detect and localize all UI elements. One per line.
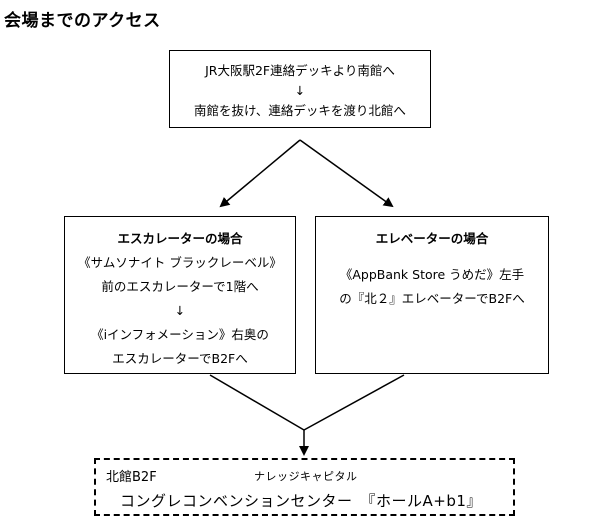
escalator-line-3: 《ⅰインフォメーション》右奥の — [91, 327, 269, 342]
escalator-heading: エスカレーターの場合 — [117, 231, 243, 246]
start-line-2: 南館を抜け、連絡デッキを渡り北館へ — [194, 103, 406, 118]
destination-floor: 北館B2F — [106, 470, 157, 485]
escalator-down-arrow: ↓ — [174, 303, 186, 318]
escalator-line-1: 《サムソナイト ブラックレーベル》 — [78, 255, 282, 270]
escalator-line-4: エスカレーターでB2Fへ — [112, 351, 248, 366]
elevator-box: エレベーターの場合 《AppBank Store うめだ》左手 の『北２』エレベ… — [315, 216, 549, 374]
start-line-1: JR大阪駅2F連絡デッキより南館へ — [205, 63, 395, 78]
escalator-line-2: 前のエスカレーターで1階へ — [101, 279, 259, 294]
escalator-box: エスカレーターの場合 《サムソナイト ブラックレーベル》 前のエスカレーターで1… — [64, 216, 296, 374]
start-down-arrow: ↓ — [294, 83, 306, 98]
elevator-heading: エレベーターの場合 — [375, 231, 489, 246]
destination-box: 北館B2F ナレッジキャピタル コングレコンベンションセンター 『ホールA+b1… — [94, 458, 515, 516]
page-title: 会場までのアクセス — [4, 11, 161, 31]
elevator-line-2: の『北２』エレベーターでB2Fへ — [339, 291, 525, 306]
merge-line-right — [303, 374, 405, 431]
elevator-spacer — [316, 251, 548, 263]
arrow-to-escalator — [219, 139, 301, 208]
merge-line-left — [209, 374, 305, 431]
destination-ruby: ナレッジキャピタル — [254, 470, 358, 483]
destination-venue: コングレコンベンションセンター 『ホールA+b1』 — [120, 492, 482, 510]
start-box: JR大阪駅2F連絡デッキより南館へ ↓ 南館を抜け、連絡デッキを渡り北館へ — [169, 50, 431, 128]
arrow-to-elevator — [299, 139, 394, 208]
elevator-line-1: 《AppBank Store うめだ》左手 — [339, 267, 525, 282]
